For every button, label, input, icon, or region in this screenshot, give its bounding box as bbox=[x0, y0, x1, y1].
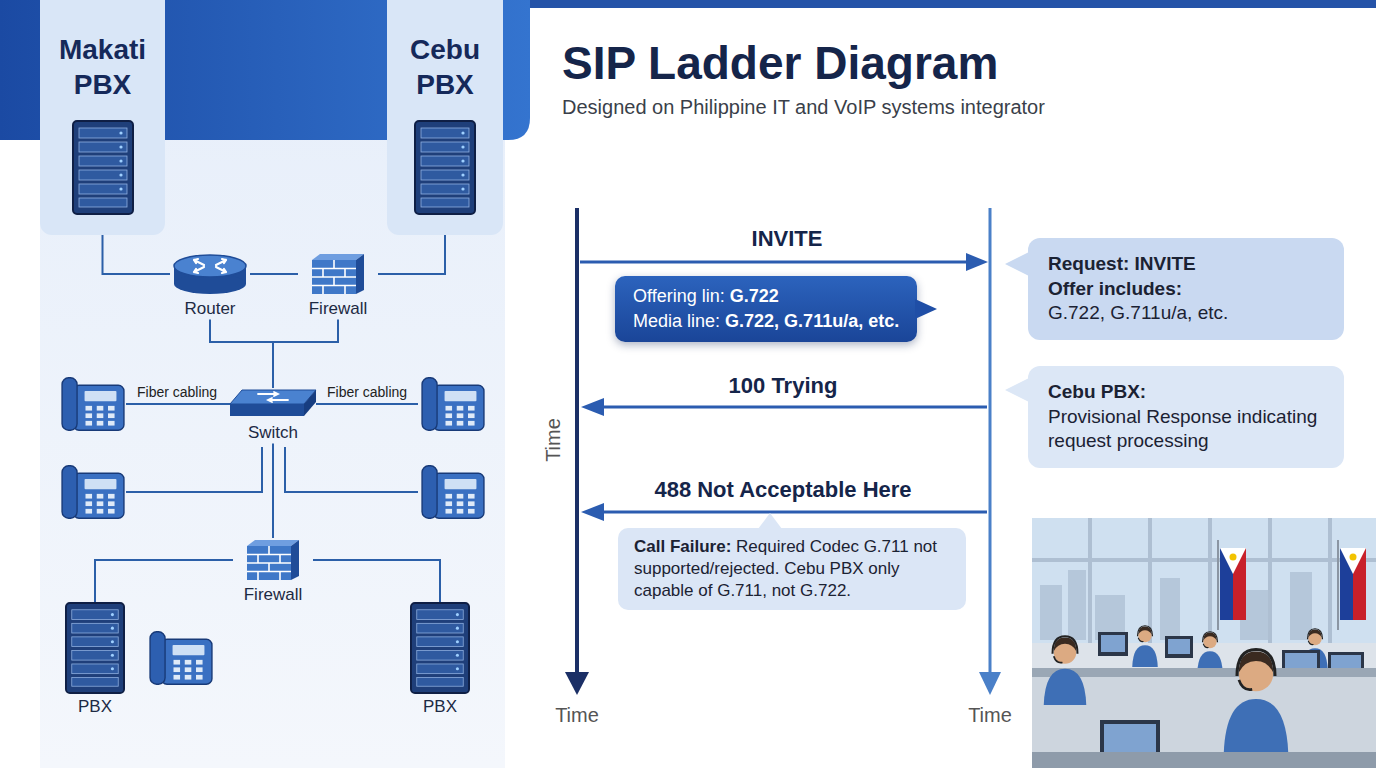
fw-icon bbox=[245, 538, 301, 582]
cable-label: Fiber cabling bbox=[327, 384, 407, 400]
callout-tail bbox=[758, 513, 782, 529]
note-box: Request: INVITE Offer includes: G.722, G.7… bbox=[1028, 238, 1344, 340]
router-icon: Router bbox=[170, 252, 250, 319]
failure-callout: Call Failure:Required Codec G.711 not su… bbox=[618, 528, 966, 610]
network-link bbox=[250, 273, 298, 275]
node-text: Cebu PBX: bbox=[1048, 381, 1146, 402]
srv-icon bbox=[414, 120, 476, 215]
axis-label: Time bbox=[968, 704, 1012, 727]
call-center-photo bbox=[1032, 518, 1376, 768]
axis-label: Time bbox=[542, 418, 565, 462]
srv-icon bbox=[65, 602, 125, 694]
node-text: Cebu PBX bbox=[410, 34, 480, 100]
network-link bbox=[210, 319, 273, 388]
sip-message: 488 Not Acceptable Here bbox=[654, 477, 911, 503]
network-link bbox=[313, 560, 440, 602]
node-text: Firewall bbox=[244, 585, 303, 604]
router-icon bbox=[170, 252, 250, 296]
switch-icon: Switch bbox=[228, 388, 318, 443]
node-text: Switch bbox=[248, 423, 298, 442]
sip-message: 100 Trying bbox=[729, 373, 838, 399]
cable-label: Fiber cabling bbox=[137, 384, 217, 400]
subtitle: Designed on Philippine IT and VoIP syste… bbox=[562, 96, 1045, 119]
note-box: Cebu PBX: Provisional Response indicating… bbox=[1028, 366, 1344, 468]
firewall-icon: Firewall bbox=[233, 538, 313, 605]
srv-icon bbox=[72, 120, 134, 215]
node-text: Media line: bbox=[633, 311, 720, 331]
network-link bbox=[95, 560, 233, 602]
network-link bbox=[103, 235, 171, 274]
node-text: Request: INVITE bbox=[1048, 253, 1196, 274]
sdp-callout: Offering lin:G.722Media line:G.722, G.71… bbox=[615, 276, 917, 342]
srv-icon bbox=[410, 602, 470, 694]
node-text: Offer includes: bbox=[1048, 278, 1182, 299]
node-text: G.722 bbox=[730, 286, 779, 306]
axis-label: Time bbox=[555, 704, 599, 727]
node-text: Makati PBX bbox=[59, 34, 146, 100]
pbx-server: PBX bbox=[407, 602, 473, 717]
callout-tail bbox=[1005, 378, 1029, 402]
node-text: PBX bbox=[423, 697, 457, 716]
network-link bbox=[273, 319, 338, 388]
top-bar bbox=[530, 0, 1376, 8]
network-link bbox=[378, 235, 445, 274]
pbx-site-tab: Makati PBX bbox=[40, 0, 165, 235]
node-text: Offering lin: bbox=[633, 286, 725, 306]
sip-message: INVITE bbox=[752, 226, 823, 252]
pbx-site-tab: Cebu PBX bbox=[387, 0, 503, 235]
callout-tail bbox=[1005, 252, 1029, 276]
node-text: Router bbox=[184, 299, 235, 318]
pbx-server: PBX bbox=[62, 602, 128, 717]
node-text: Provisional Response indicating request … bbox=[1048, 406, 1317, 452]
callout-tail bbox=[915, 297, 939, 321]
philippine-flag bbox=[1218, 540, 1366, 630]
network-link bbox=[272, 443, 274, 538]
sip-ladder bbox=[565, 208, 1001, 695]
firewall-icon: Firewall bbox=[298, 252, 378, 319]
sw-icon bbox=[228, 388, 318, 420]
node-text: Call Failure: bbox=[634, 537, 731, 556]
node-text: PBX bbox=[78, 697, 112, 716]
node-text: G.722, G.711u/a, etc. bbox=[725, 311, 899, 331]
fw-icon bbox=[310, 252, 366, 296]
node-text: Firewall bbox=[309, 299, 368, 318]
diagram-title: SIP Ladder Diagram bbox=[562, 36, 998, 90]
node-text: G.722, G.711u/a, etc. bbox=[1048, 302, 1228, 323]
